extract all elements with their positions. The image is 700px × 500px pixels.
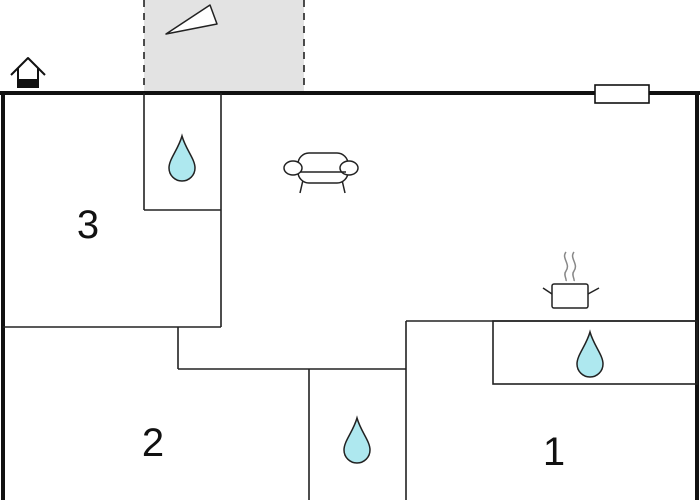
cooking-pot-icon xyxy=(542,251,600,309)
radiator-icon xyxy=(594,84,650,104)
water-drop-icon xyxy=(168,133,196,182)
sofa-icon xyxy=(283,152,359,194)
room-label-1: 1 xyxy=(543,430,565,474)
water-drop-icon xyxy=(576,329,604,378)
room-label-3: 3 xyxy=(77,203,99,247)
interior-walls xyxy=(3,93,698,500)
house-entrance-icon xyxy=(10,57,46,88)
terrace-marker-icon xyxy=(165,4,218,35)
terrace xyxy=(143,0,305,92)
water-drop-icon xyxy=(343,415,371,464)
room-label-2: 2 xyxy=(142,421,164,465)
exterior-walls xyxy=(0,91,700,500)
